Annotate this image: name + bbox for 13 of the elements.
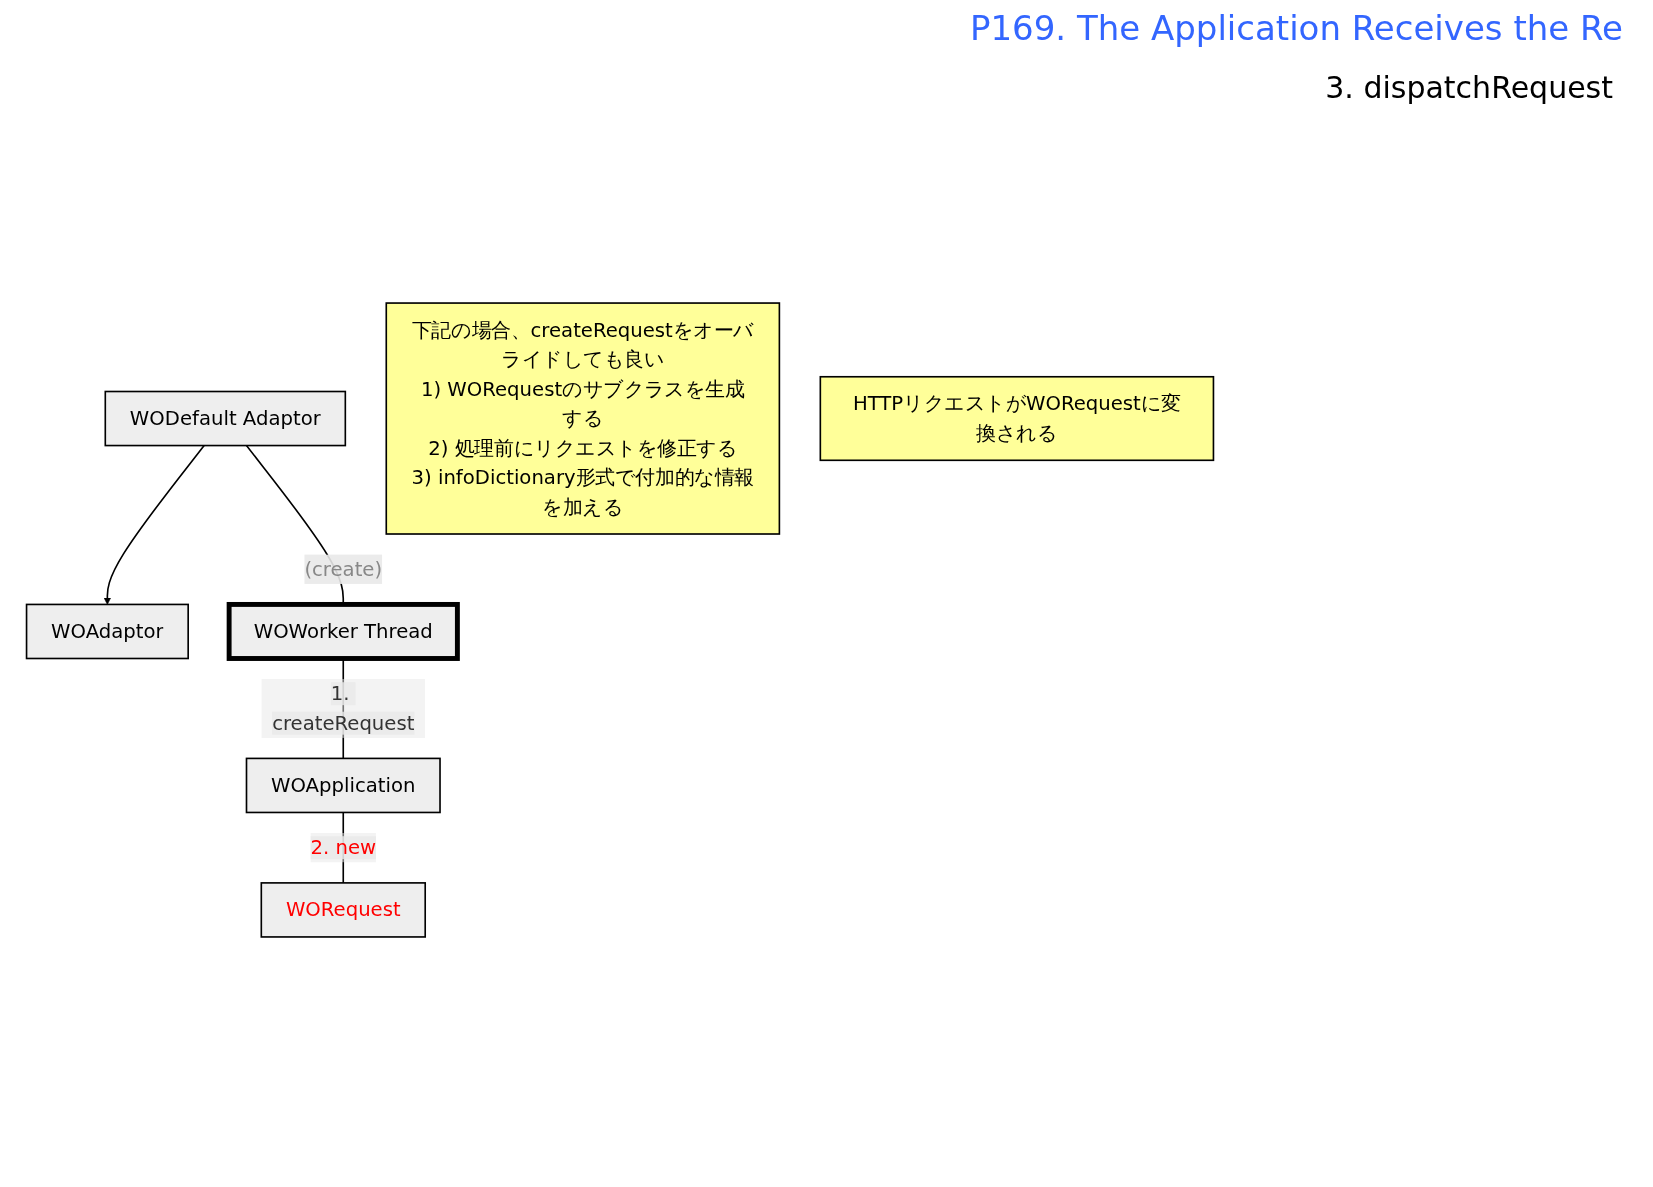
arrow — [103, 444, 205, 605]
node-box: WOAdaptor — [25, 603, 189, 660]
edge-label: 1. createRequest — [272, 682, 415, 735]
node-box: HTTPリクエストがWORequestに変換される — [819, 375, 1215, 462]
edge-label: (create) — [304, 557, 383, 581]
message-label: 3. dispatchRequest — [1325, 70, 1613, 105]
node-box: WOWorker Thread — [226, 602, 460, 661]
edge-label: 2. new — [310, 836, 377, 860]
node-box: WODefault Adaptor — [104, 390, 347, 447]
title: P169. The Application Receives the Re — [969, 8, 1623, 48]
node-box: WOApplication — [245, 757, 441, 814]
node-box: WORequest — [260, 882, 426, 938]
node-box: 下記の場合、createRequestをオーバライドしても良い 1) WORequestのサブクラスを生成する 2) 処理前にリクエストを修正する 3) infoDictionary形式で付加的な情報を加える — [385, 302, 781, 535]
